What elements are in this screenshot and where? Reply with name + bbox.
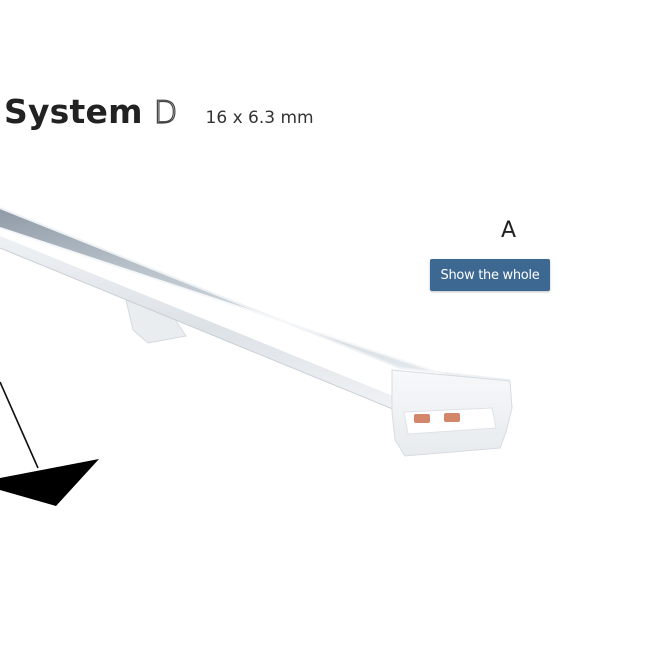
product-title: System <box>4 92 143 131</box>
page-heading: System D 16 x 6.3 mm <box>4 92 314 132</box>
show-whole-button[interactable]: Show the whole <box>430 259 550 291</box>
black-wedge <box>0 459 99 506</box>
dimensions-label: 16 x 6.3 mm <box>205 108 314 128</box>
variant-letter: D <box>153 94 178 131</box>
variant-label: A <box>501 218 517 243</box>
led-chip <box>414 414 430 423</box>
cable-line <box>0 381 39 469</box>
led-chip <box>444 413 460 422</box>
profile-diffuser <box>0 208 510 396</box>
